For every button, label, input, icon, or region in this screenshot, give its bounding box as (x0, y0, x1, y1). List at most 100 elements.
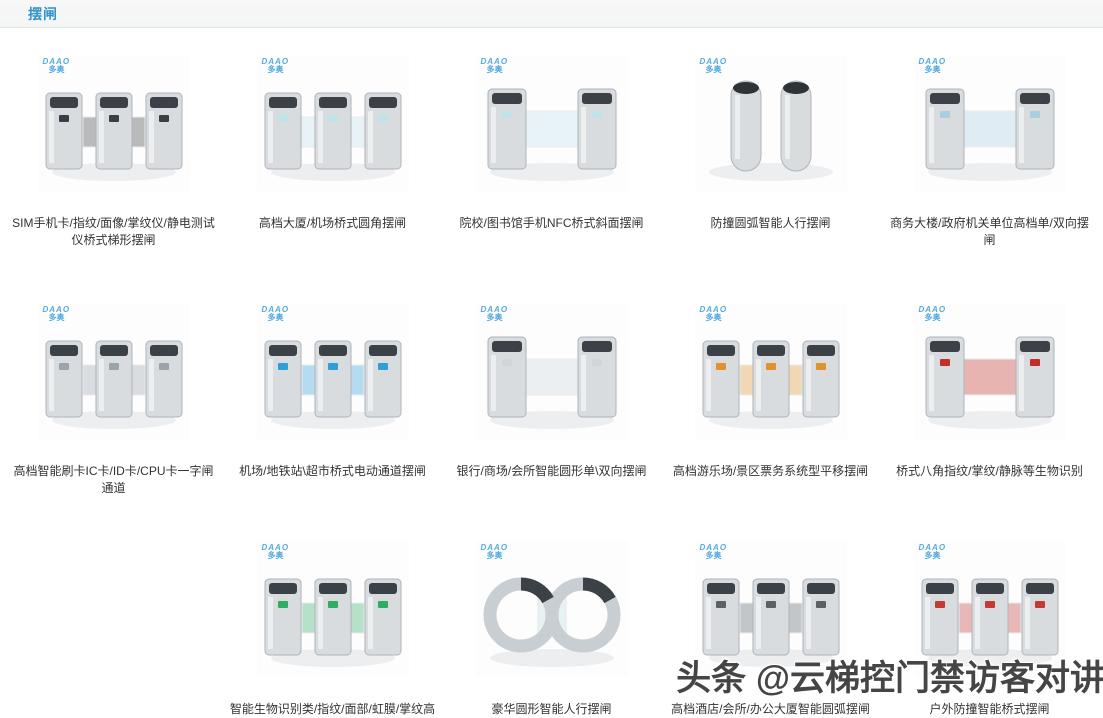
turnstile-illustration (694, 303, 847, 439)
product-caption[interactable]: 防撞圆弧智能人行摆闸 (710, 216, 831, 230)
product-image[interactable]: DAAO 多奥 (694, 541, 847, 677)
brand-logo: DAAO 多奥 (261, 305, 290, 323)
brand-logo-en: DAAO (699, 543, 728, 552)
product-grid: DAAO 多奥 SIM手机卡/指纹/面像/掌纹仪/静电测试仪桥式梯形摆闸 DAA… (0, 28, 1103, 718)
product-image[interactable]: DAAO 多奥 (37, 55, 190, 191)
brand-logo-cn: 多奥 (705, 551, 722, 561)
product-card: DAAO 多奥 院校/图书馆手机NFC桥式斜面摆闸 (444, 45, 659, 293)
product-caption[interactable]: 高档酒店/会所/办公大厦智能圆弧摆闸 (671, 702, 870, 716)
brand-logo-en: DAAO (480, 57, 509, 66)
product-image[interactable]: DAAO 多奥 (475, 303, 628, 439)
brand-logo-cn: 多奥 (48, 313, 65, 323)
brand-logo-cn: 多奥 (705, 313, 722, 323)
product-caption[interactable]: SIM手机卡/指纹/面像/掌纹仪/静电测试仪桥式梯形摆闸 (12, 216, 215, 247)
product-image[interactable]: DAAO 多奥 (256, 303, 409, 439)
turnstile-illustration (913, 55, 1066, 191)
product-caption[interactable]: 桥式八角指纹/掌纹/静脉等生物识别 (896, 464, 1083, 478)
product-image[interactable]: DAAO 多奥 (694, 303, 847, 439)
turnstile-illustration (913, 541, 1066, 677)
product-caption[interactable]: 银行/商场/会所智能圆形单\双向摆闸 (456, 464, 647, 478)
product-image[interactable]: DAAO 多奥 (37, 303, 190, 439)
brand-logo: DAAO 多奥 (700, 305, 728, 323)
brand-logo-cn: 多奥 (267, 551, 284, 561)
brand-logo: DAAO 多奥 (918, 305, 947, 323)
product-image[interactable]: DAAO 多奥 (913, 303, 1066, 439)
turnstile-illustration (694, 55, 847, 191)
brand-logo-en: DAAO (480, 305, 509, 314)
product-caption[interactable]: 豪华圆形智能人行摆闸 (491, 702, 612, 716)
brand-logo-cn: 多奥 (486, 313, 503, 323)
product-card: DAAO 多奥 防撞圆弧智能人行摆闸 (663, 45, 878, 293)
brand-logo: DAAO 多奥 (480, 305, 509, 323)
product-caption[interactable]: 高档大厦/机场桥式圆角摆闸 (258, 216, 407, 230)
product-card: DAAO 多奥 SIM手机卡/指纹/面像/掌纹仪/静电测试仪桥式梯形摆闸 (6, 45, 221, 293)
product-card: DAAO 多奥 户外防撞智能桥式摆闸 (882, 531, 1097, 718)
turnstile-illustration (256, 541, 409, 677)
brand-logo-cn: 多奥 (924, 313, 941, 323)
brand-logo: DAAO 多奥 (261, 57, 290, 75)
product-caption[interactable]: 机场/地铁站\超市桥式电动通道摆闸 (239, 464, 426, 478)
brand-logo: DAAO 多奥 (261, 543, 290, 561)
turnstile-illustration (913, 303, 1066, 439)
brand-logo: DAAO 多奥 (699, 57, 728, 75)
brand-logo-en: DAAO (261, 305, 290, 314)
product-card: DAAO 多奥 商务大楼/政府机关单位高档单/双向摆闸 (882, 45, 1097, 293)
brand-logo-en: DAAO (261, 543, 290, 552)
category-header-bar: 摆闸 (0, 0, 1103, 28)
brand-logo: DAAO 多奥 (480, 57, 509, 75)
watermark: 头条 @云梯控门禁访客对讲 (676, 659, 1103, 698)
product-caption[interactable]: 高档智能刷卡IC卡/ID卡/CPU卡一字闸通道 (13, 464, 214, 495)
brand-logo-en: DAAO (918, 543, 947, 552)
brand-logo: DAAO 多奥 (42, 305, 71, 323)
turnstile-illustration (256, 303, 409, 439)
brand-logo: DAAO 多奥 (480, 543, 509, 561)
brand-logo-en: DAAO (918, 305, 947, 314)
brand-logo: DAAO 多奥 (42, 57, 71, 75)
product-caption[interactable]: 户外防撞智能桥式摆闸 (929, 702, 1050, 716)
turnstile-illustration (37, 55, 190, 191)
brand-logo-cn: 多奥 (486, 551, 503, 561)
brand-logo-cn: 多奥 (48, 65, 65, 75)
brand-logo-cn: 多奥 (924, 551, 941, 561)
brand-logo-en: DAAO (42, 305, 71, 314)
product-caption[interactable]: 高档游乐场/景区票务系统型平移摆闸 (672, 464, 869, 478)
product-card: DAAO 多奥 桥式八角指纹/掌纹/静脉等生物识别 (882, 293, 1097, 531)
brand-logo-cn: 多奥 (486, 65, 503, 75)
brand-logo-cn: 多奥 (267, 313, 284, 323)
category-title: 摆闸 (28, 5, 58, 22)
brand-logo-en: DAAO (699, 57, 728, 66)
product-caption[interactable]: 智能生物识别类/指纹/面部/虹膜/掌纹高 (229, 702, 436, 716)
brand-logo-en: DAAO (918, 57, 947, 66)
brand-logo-en: DAAO (480, 543, 509, 552)
brand-logo: DAAO 多奥 (699, 543, 728, 561)
turnstile-illustration (256, 55, 409, 191)
brand-logo: DAAO 多奥 (918, 543, 947, 561)
product-image[interactable]: DAAO 多奥 (475, 541, 628, 677)
product-image[interactable]: DAAO 多奥 (256, 55, 409, 191)
brand-logo-cn: 多奥 (705, 65, 722, 75)
product-caption[interactable]: 商务大楼/政府机关单位高档单/双向摆闸 (890, 216, 1089, 247)
turnstile-illustration (694, 541, 847, 677)
product-card: DAAO 多奥 机场/地铁站\超市桥式电动通道摆闸 (225, 293, 440, 531)
product-image[interactable]: DAAO 多奥 (694, 55, 847, 191)
product-card: DAAO 多奥 银行/商场/会所智能圆形单\双向摆闸 (444, 293, 659, 531)
product-card: DAAO 多奥 高档酒店/会所/办公大厦智能圆弧摆闸 (663, 531, 878, 718)
product-image[interactable]: DAAO 多奥 (913, 55, 1066, 191)
brand-logo-cn: 多奥 (924, 65, 941, 75)
product-card: DAAO 多奥 高档大厦/机场桥式圆角摆闸 (225, 45, 440, 293)
product-image[interactable]: DAAO 多奥 (475, 55, 628, 191)
brand-logo-en: DAAO (261, 57, 290, 66)
product-image[interactable]: DAAO 多奥 (913, 541, 1066, 677)
product-image[interactable]: DAAO 多奥 (256, 541, 409, 677)
brand-logo-en: DAAO (42, 57, 71, 66)
turnstile-illustration (475, 541, 628, 677)
turnstile-illustration (37, 303, 190, 439)
product-card: DAAO 多奥 豪华圆形智能人行摆闸 (444, 531, 659, 718)
product-card: DAAO 多奥 智能生物识别类/指纹/面部/虹膜/掌纹高 (225, 531, 440, 718)
product-card: DAAO 多奥 高档智能刷卡IC卡/ID卡/CPU卡一字闸通道 (6, 293, 221, 531)
turnstile-illustration (475, 55, 628, 191)
turnstile-illustration (475, 303, 628, 439)
product-card: DAAO 多奥 高档游乐场/景区票务系统型平移摆闸 (663, 293, 878, 531)
brand-logo: DAAO 多奥 (918, 57, 947, 75)
product-caption[interactable]: 院校/图书馆手机NFC桥式斜面摆闸 (459, 216, 644, 230)
